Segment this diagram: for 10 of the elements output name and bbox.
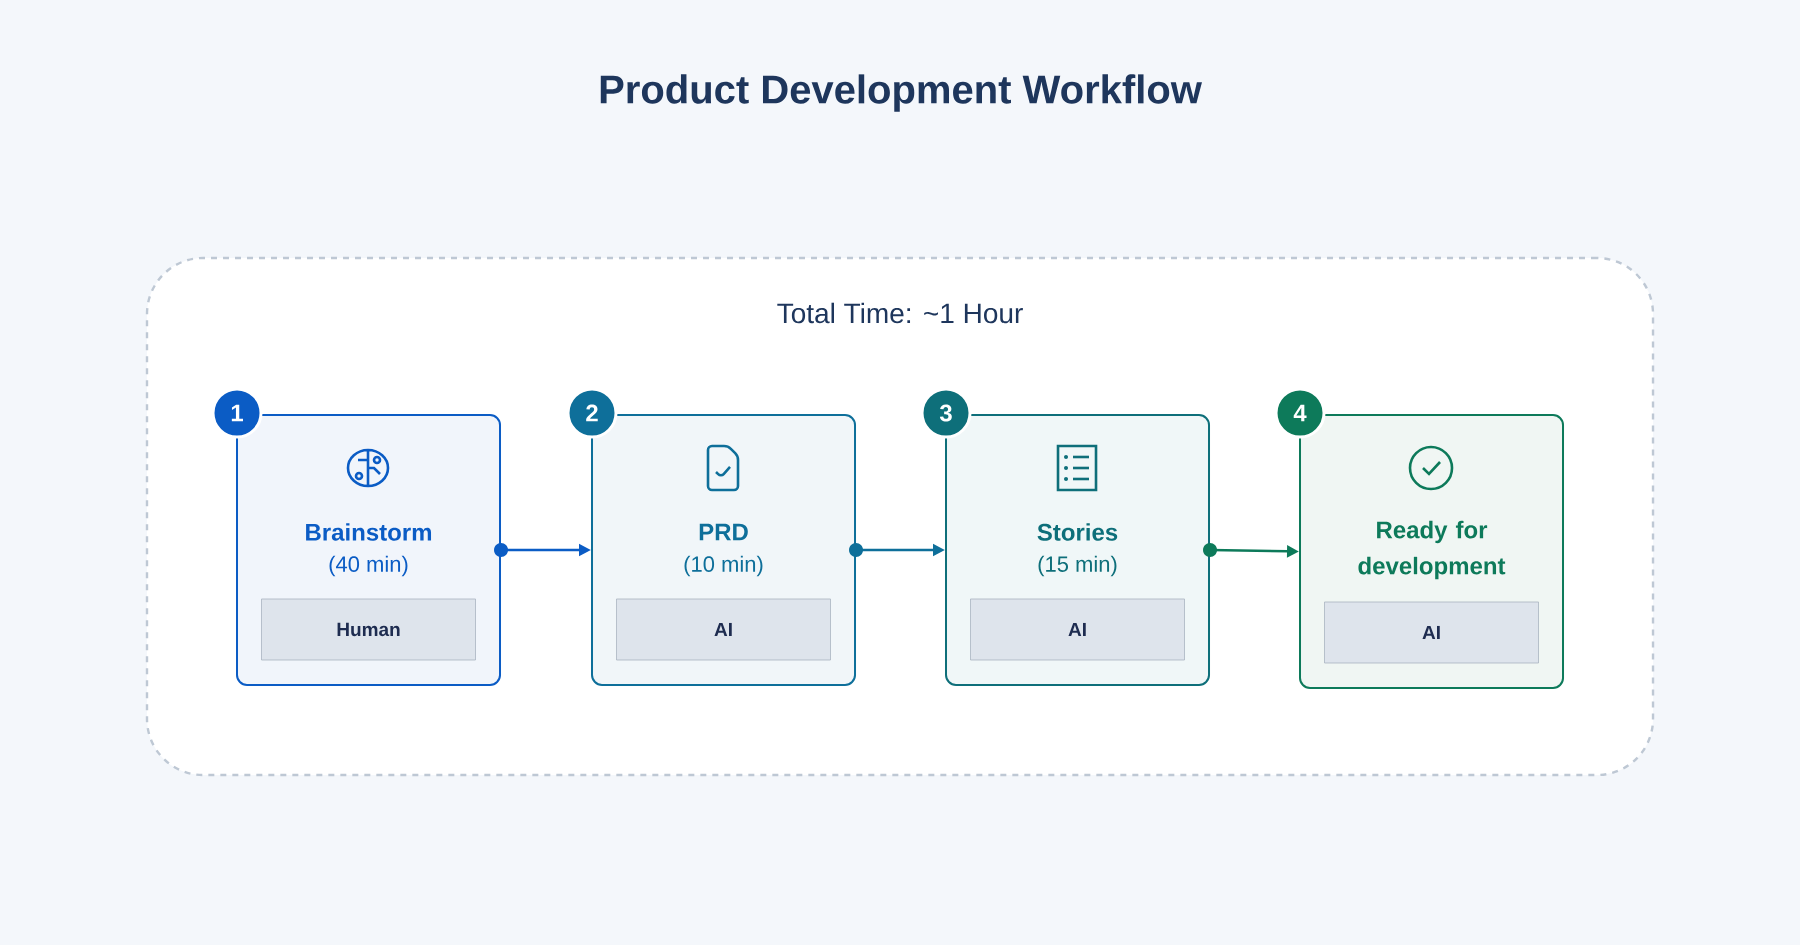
role-box: AI: [970, 598, 1185, 661]
title: Product Development Workflow: [600, 74, 1202, 112]
step-badge: 1: [211, 387, 263, 439]
container-heading: Total Time: ~1 Hour: [777, 302, 1023, 324]
step-badge: 4: [1274, 387, 1326, 439]
role-box: AI: [1324, 601, 1539, 664]
step-badge: 2: [566, 387, 618, 439]
step-badge: 3: [920, 387, 972, 439]
role-box: Human: [261, 598, 476, 661]
role-box: AI: [616, 598, 831, 661]
